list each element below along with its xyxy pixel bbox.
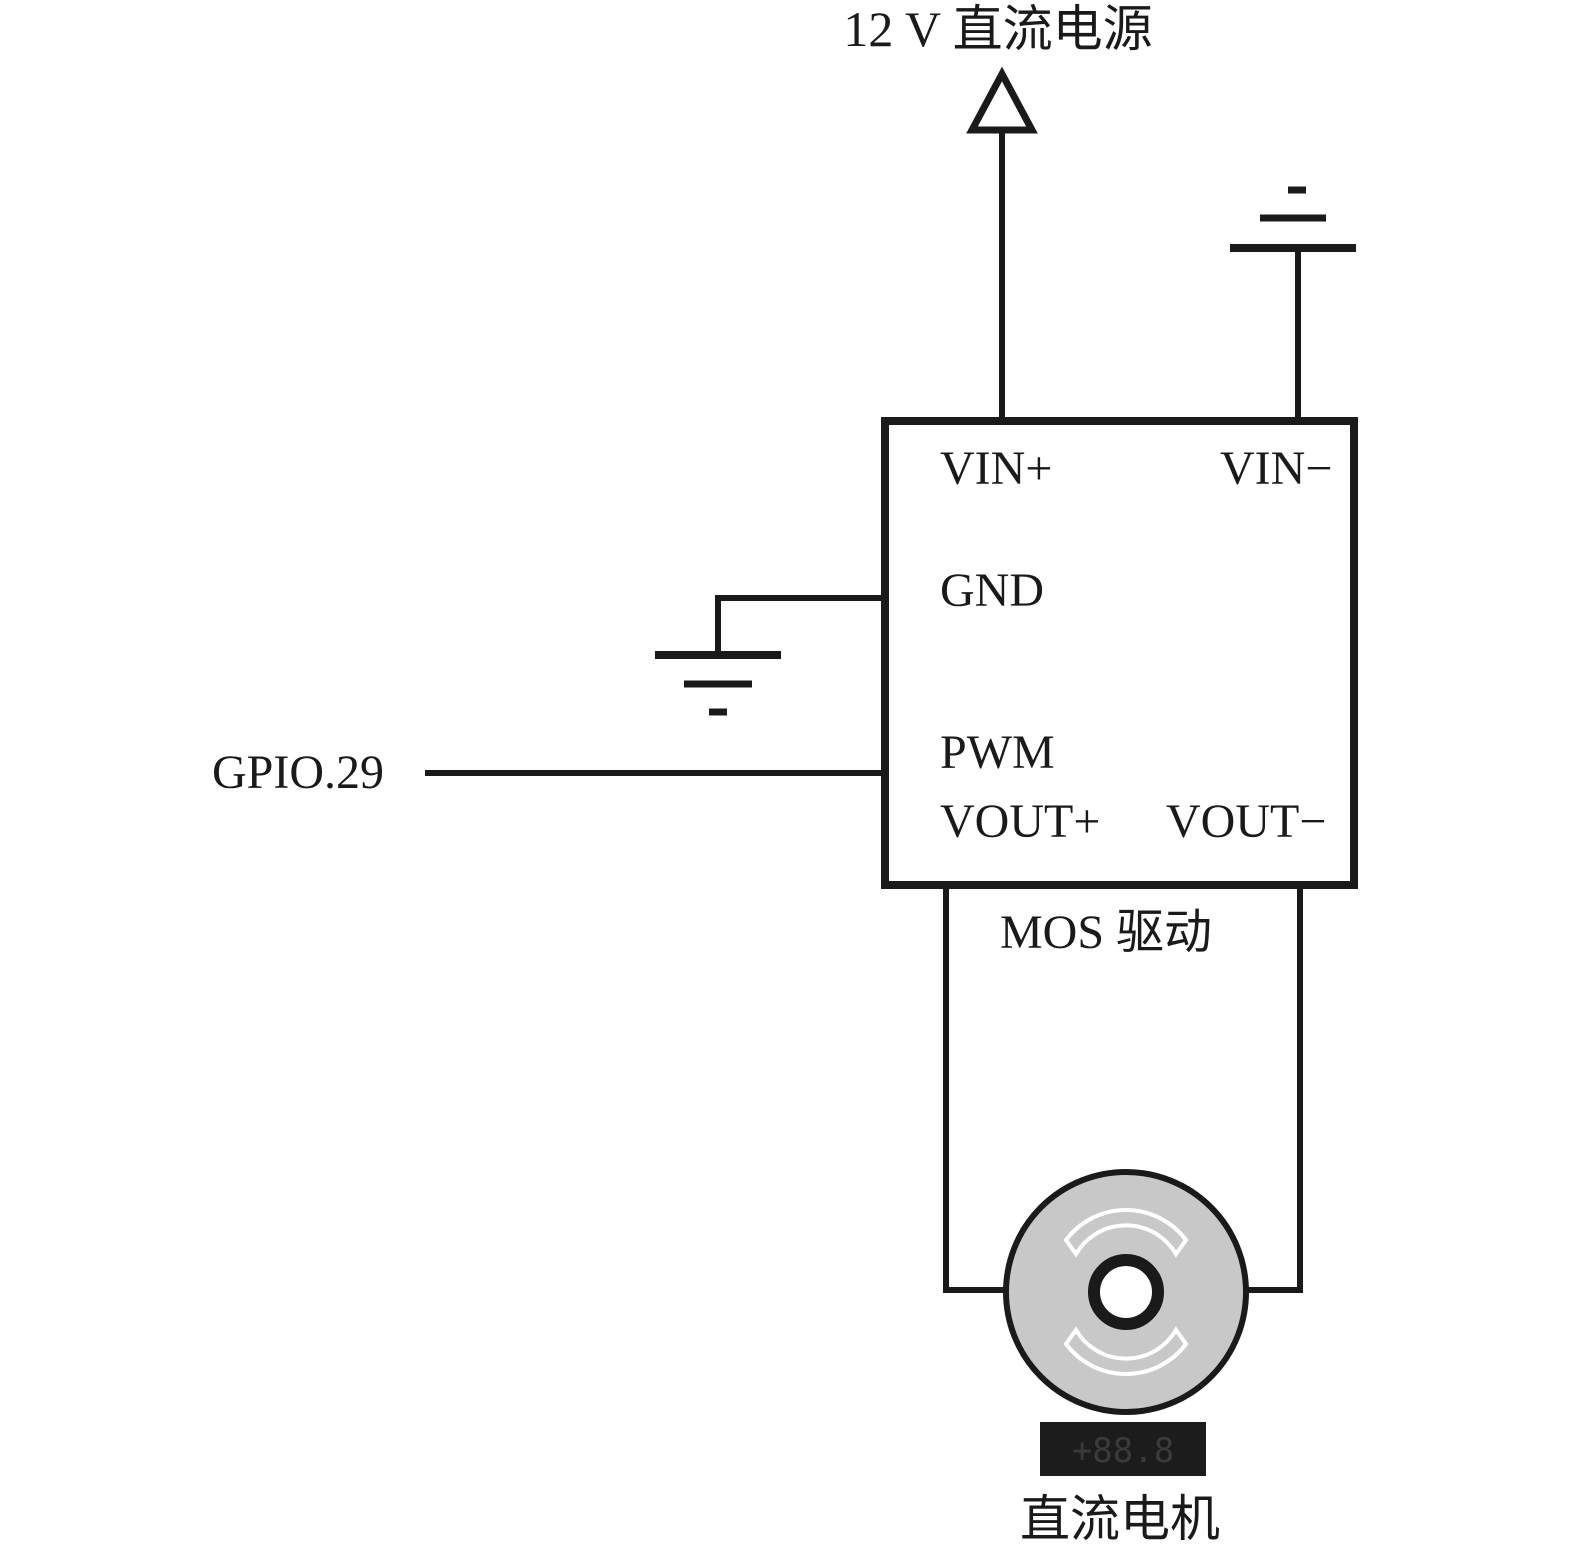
- mos-driver-caption: MOS 驱动: [1000, 906, 1212, 959]
- pin-pwm-label: PWM: [940, 726, 1055, 779]
- pin-vin-minus-label: VIN−: [1220, 442, 1332, 495]
- vout-minus-wire: [1237, 882, 1303, 1293]
- pin-vout-minus-label: VOUT−: [1166, 795, 1326, 848]
- motor-display-text: +88.8: [1072, 1431, 1174, 1471]
- vout-plus-wire: [943, 882, 1015, 1293]
- power-supply-label: 12 V 直流电源: [843, 1, 1152, 57]
- vin-minus-ground-icon: [1230, 186, 1356, 421]
- pin-gnd-label: GND: [940, 564, 1044, 617]
- power-supply-symbol: [966, 66, 1038, 421]
- motor-label: 直流电机: [1020, 1491, 1220, 1547]
- gnd-ground-icon: [655, 595, 888, 716]
- dc-motor-icon: [1003, 1169, 1249, 1415]
- pin-vin-plus-label: VIN+: [940, 442, 1052, 495]
- mos-driver-box: [881, 417, 1358, 889]
- motor-display: [1040, 1422, 1206, 1476]
- pin-vout-plus-label: VOUT+: [940, 795, 1100, 848]
- gpio-label: GPIO.29: [212, 746, 384, 799]
